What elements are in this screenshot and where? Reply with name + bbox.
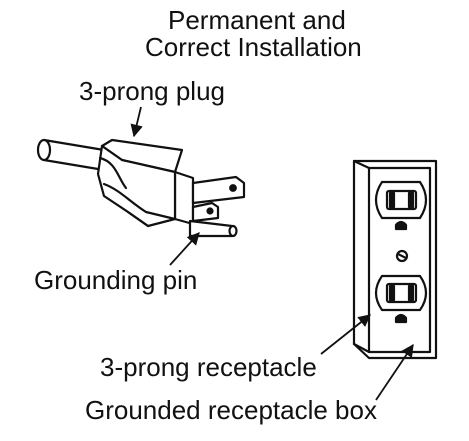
receptacle-arrow — [320, 314, 371, 355]
grounding-pin-label: Grounding pin — [34, 265, 198, 295]
title-line-1: Permanent and — [168, 5, 346, 35]
receptacle-box-arrow — [375, 343, 414, 401]
receptacle-label: 3-prong receptacle — [100, 352, 317, 382]
plug-blade-bottom — [191, 201, 220, 223]
grounding-pin-arrow — [169, 232, 200, 266]
plug-arrow — [130, 106, 143, 138]
lower-outlet — [374, 274, 428, 324]
power-cord — [36, 138, 106, 172]
upper-outlet — [374, 180, 428, 231]
plug-label: 3-prong plug — [79, 76, 225, 106]
grounding-pin — [188, 219, 238, 238]
plug-body — [96, 138, 195, 228]
plug-blade-top — [191, 175, 246, 205]
title-line-2: Correct Installation — [145, 32, 362, 62]
center-screw — [395, 249, 409, 263]
receptacle-box-label: Grounded receptacle box — [85, 395, 377, 425]
